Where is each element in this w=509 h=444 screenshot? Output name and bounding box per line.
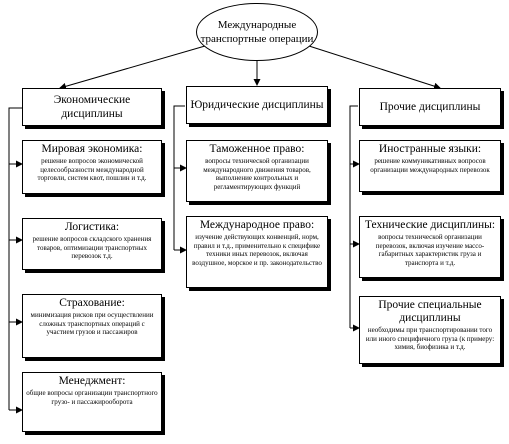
box-title: Менеджмент: [58,375,126,387]
header-economic-label: Экономические дисциплины [53,94,131,120]
spine-economic [8,107,22,410]
box-foreign-languages: Иностранные языки: решение коммуникативн… [359,140,501,192]
box-title: Технические дисциплины: [364,219,496,231]
box-international-law: Международное право: изучение действующи… [186,216,328,288]
header-legal: Юридические дисциплины [186,86,328,124]
box-customs-law: Таможенное право: вопросы технической ор… [186,140,328,202]
arrow-root-to-other [308,45,441,90]
box-title: Международное право: [199,219,315,231]
box-desc: решение вопросов экономической целесообр… [37,157,147,183]
box-title: Мировая экономика: [41,143,143,155]
box-special-disciplines: Прочие специальные дисциплины необходимы… [359,296,501,364]
header-other: Прочие дисциплины [359,88,501,126]
box-management: Менеджмент: общие вопросы организации тр… [22,372,162,432]
box-desc: необходимы при транспортировании того ил… [365,326,495,352]
box-insurance: Страхование: минимизация рисков при осущ… [22,294,162,358]
box-title: Таможенное право: [209,143,305,155]
spine-other [349,105,358,328]
box-logistics: Логистика: решение вопросов складского х… [22,218,162,270]
box-desc: минимизация рисков при осуществлении сло… [30,311,154,337]
box-title: Страхование: [59,297,125,309]
box-world-economy: Мировая экономика: решение вопросов экон… [22,140,162,194]
spine-legal [173,105,185,250]
box-desc: изучение действующих конвенций, норм, пр… [192,233,322,267]
box-desc: вопросы технической организации междунар… [203,157,311,191]
header-legal-label: Юридические дисциплины [190,99,324,111]
root-node: Международные транспортные операции [196,3,318,61]
header-economic: Экономические дисциплины [22,88,162,126]
box-title: Логистика: [64,221,120,233]
box-desc: решение вопросов складского хранения тов… [32,235,152,261]
header-other-label: Прочие дисциплины [379,101,481,113]
arrow-root-to-economic [59,45,206,90]
box-title: Иностранные языки: [378,143,482,155]
box-desc: решение коммуникативных вопросов организ… [370,157,490,174]
box-desc: общие вопросы организации транспортного … [26,389,158,406]
root-title: Международные транспортные операции [200,19,314,45]
box-title: Прочие специальные дисциплины [378,299,482,324]
box-technical-disciplines: Технические дисциплины: вопросы техничес… [359,216,501,278]
box-desc: вопросы технической организации перевозо… [375,233,485,267]
